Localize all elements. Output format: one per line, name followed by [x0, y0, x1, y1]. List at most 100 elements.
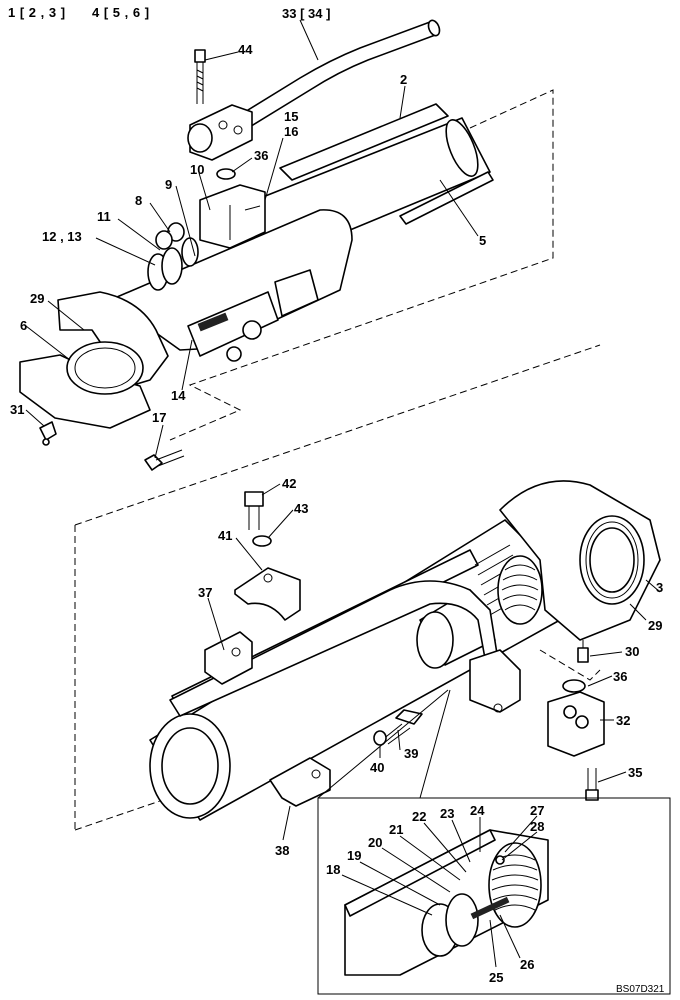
callout-24: 24	[470, 803, 485, 818]
pipe-end	[427, 19, 441, 37]
bolt-shank	[155, 449, 185, 467]
valve-block-port	[575, 715, 589, 729]
pipe-clamp	[234, 567, 301, 621]
leader-41	[235, 537, 263, 571]
rod-eye-bushing	[74, 347, 136, 389]
callout-27: 27	[530, 803, 544, 818]
hydraulic-pipe	[234, 21, 439, 129]
bolt-35-head	[585, 789, 599, 801]
lower-dashed-boundary-right	[539, 649, 601, 681]
detail-grooves	[491, 854, 539, 911]
leader-5	[439, 179, 479, 237]
leader-15-16	[264, 137, 284, 201]
washer-40	[373, 730, 387, 746]
barrel-pipe	[169, 580, 499, 717]
detail-seal-band	[470, 896, 510, 920]
callout-3: 3	[656, 580, 663, 595]
callout-41: 41	[218, 528, 232, 543]
callout-9: 9	[165, 177, 172, 192]
bolt-shank	[248, 506, 260, 530]
flange-bolt-hole	[218, 120, 228, 130]
callout-42: 42	[282, 476, 296, 491]
callout-17: 17	[152, 410, 166, 425]
leader-10	[198, 172, 211, 211]
leader-20	[381, 847, 451, 893]
leader-35	[597, 771, 627, 783]
leader-25	[489, 919, 497, 968]
leader-38	[282, 805, 291, 841]
upper-dashed-boundary	[169, 89, 554, 441]
leader-36	[231, 157, 253, 173]
header-assembly-ref-right: 4 [ 5 , 6 ]	[92, 5, 150, 20]
piston-head	[497, 555, 543, 625]
callout-29-lower: 29	[648, 618, 662, 633]
gland-ring	[161, 247, 183, 285]
bolt-39-head	[395, 709, 423, 725]
bushing	[155, 230, 173, 250]
leader-33	[299, 19, 319, 61]
elbow-bolt	[493, 703, 503, 713]
callout-14: 14	[171, 388, 186, 403]
washer	[252, 535, 272, 547]
callout-33-34: 33 [ 34 ]	[282, 6, 330, 21]
callout-25: 25	[489, 970, 503, 985]
clamp-hole	[263, 573, 273, 583]
callout-20: 20	[368, 835, 382, 850]
port-recess	[197, 312, 229, 332]
flange-face	[187, 123, 213, 153]
pipe-bracket-top	[204, 631, 253, 685]
head-port-block	[187, 291, 279, 357]
callout-40: 40	[370, 760, 384, 775]
detail-inset-frame	[317, 797, 671, 995]
bracket-hole	[311, 769, 321, 779]
leader-43	[267, 509, 294, 539]
port-plug	[226, 346, 242, 362]
leader-21	[399, 835, 461, 881]
callout-11: 11	[97, 209, 111, 224]
leader-36-lower	[587, 675, 613, 687]
detail-inset: 18 19 20 21 22 23 24 27 28 25 26	[317, 689, 671, 995]
callout-18: 18	[326, 862, 340, 877]
grease-nipple-tip	[42, 438, 50, 446]
leader-14	[181, 339, 193, 391]
flange-bolt-hole	[233, 125, 243, 135]
callout-8: 8	[135, 193, 142, 208]
leader-19	[359, 861, 441, 906]
tube-end	[445, 119, 479, 177]
callout-19: 19	[347, 848, 361, 863]
callout-36-lower: 36	[613, 669, 627, 684]
head-eye-bushing	[585, 521, 639, 599]
bolt-head	[244, 491, 264, 507]
leader-12-13	[95, 237, 156, 266]
leader-30	[589, 651, 623, 657]
rod-head-detail	[229, 205, 261, 240]
bracket-hole	[231, 647, 241, 657]
leader-9	[175, 185, 196, 257]
leader-37	[207, 597, 225, 651]
callout-35: 35	[628, 765, 642, 780]
upper-cylinder-assembly: 33 [ 34 ] 44 2 15 16 36 10 9 8 11 12 , 1…	[10, 6, 554, 471]
seal-ring	[181, 237, 199, 267]
callout-23: 23	[440, 806, 454, 821]
bolt-35-shank	[587, 768, 597, 790]
lower-cylinder-assembly: 42 43 41 37 3 29 30 36 32 35 39 40 38	[74, 344, 663, 858]
callout-2: 2	[400, 72, 407, 87]
callout-37: 37	[198, 585, 212, 600]
o-ring-lower	[562, 679, 586, 693]
bolt-head	[194, 49, 206, 63]
callout-43: 43	[294, 501, 308, 516]
leader-39	[397, 729, 401, 751]
rod-eye-bore	[66, 341, 144, 395]
valve-block-port	[563, 705, 577, 719]
pipe-elbow-block	[469, 649, 521, 713]
rod-head-block	[199, 184, 266, 249]
callout-16: 16	[284, 124, 298, 139]
leader-11	[117, 218, 161, 251]
detail-ring	[445, 893, 479, 947]
callout-38: 38	[275, 843, 289, 858]
leader-26	[499, 914, 521, 959]
leader-28	[501, 831, 538, 861]
callout-29-upper: 29	[30, 291, 44, 306]
callout-28: 28	[530, 819, 544, 834]
